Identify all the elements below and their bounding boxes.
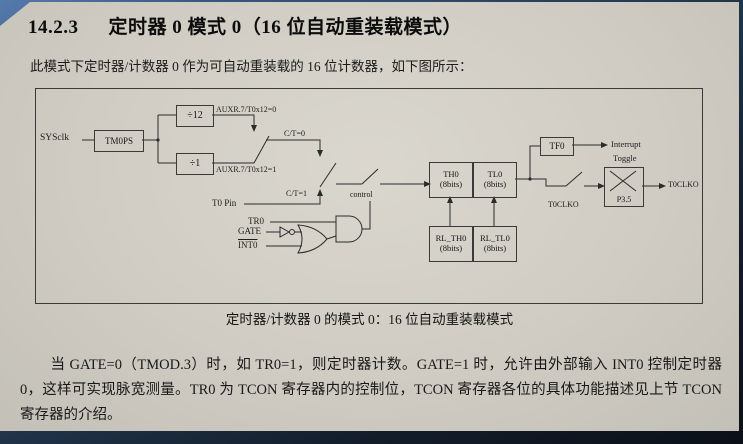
rl-th0-box: RL_TH0 (8bits): [429, 226, 473, 262]
p35-pin-label: P3.5: [616, 194, 632, 204]
wire-and-to-control: [362, 201, 371, 230]
tm0ps-box: TM0PS: [94, 130, 144, 152]
rl-tl0-box: RL_TL0 (8bits): [473, 226, 517, 262]
ct-equals-0-label: C/T=0: [284, 129, 305, 138]
rl-tl0-label: RL_TL0: [480, 233, 510, 244]
document-page: 14.2.3 定时器 0 模式 0（16 位自动重装载模式） 此模式下定时器/计数…: [0, 2, 739, 431]
tr0-label: TR0: [248, 216, 265, 226]
t0clko-output-label: T0CLKO: [668, 180, 699, 189]
toggle-cross-icon: [609, 170, 637, 192]
ct-equals-1-label: C/T=1: [286, 189, 307, 198]
div12-box: ÷12: [176, 105, 214, 127]
ct-select-switch: [319, 162, 337, 188]
interrupt-label: Interrupt: [611, 139, 641, 149]
th0-label: TH0: [443, 169, 459, 180]
rl-th0-bits-label: (8bits): [439, 243, 463, 253]
section-number: 14.2.3: [28, 17, 79, 38]
toggle-output-box: P3.5: [604, 167, 644, 207]
control-label: control: [350, 190, 373, 199]
section-title: 定时器 0 模式 0（16 位自动重装载模式）: [108, 17, 463, 38]
t0clko-enable-label: T0CLKO: [548, 200, 579, 209]
int0-label: INT0: [238, 240, 258, 250]
div1-box: ÷1: [176, 153, 214, 175]
toggle-label: Toggle: [613, 153, 637, 163]
timer0-block-diagram: SYSclk TM0PS ÷12 ÷1 AUXR.7/T0x12=0 AUXR.…: [35, 88, 703, 304]
wire-t0pin: [244, 195, 321, 205]
tl0-box: TL0 (8bits): [473, 162, 517, 198]
t0clko-switch: [565, 171, 583, 187]
body-paragraph: 当 GATE=0（TMOD.3）时，如 TR0=1，则定时器计数。GATE=1 …: [20, 357, 722, 423]
wire-div12-out: [212, 114, 255, 126]
rl-tl0-bits-label: (8bits): [483, 243, 507, 253]
wire-counter-out: [515, 145, 566, 187]
diagram-wires: [82, 114, 666, 254]
figure-caption: 定时器/计数器 0 的模式 0：16 位自动重装载模式: [225, 312, 514, 327]
gate-label: GATE: [238, 226, 261, 236]
junction-dots: [156, 138, 532, 181]
control-switch: [361, 168, 379, 185]
th0-bits-label: (8bits): [439, 179, 463, 189]
auxr-t0x12-1-label: AUXR.7/T0x12=1: [216, 165, 277, 174]
section-heading: 14.2.3 定时器 0 模式 0（16 位自动重装载模式）: [28, 12, 462, 39]
arrowheads: [251, 125, 666, 203]
wire-clock-common: [266, 139, 321, 151]
t0pin-label: T0 Pin: [212, 198, 237, 208]
wire-or-to-and: [326, 235, 337, 240]
rl-th0-label: RL_TH0: [435, 233, 467, 244]
tf0-box: TF0: [540, 137, 574, 156]
intro-text: 此模式下定时器/计数器 0 作为可自动重装载的 16 位计数器，如下图所示：: [30, 59, 473, 74]
sysclk-label: SYSclk: [40, 133, 70, 143]
or-gate: [297, 224, 328, 254]
th0-box: TH0 (8bits): [429, 162, 473, 198]
tl0-label: TL0: [487, 169, 503, 180]
not-gate: [279, 226, 295, 238]
and-gate: [335, 215, 363, 243]
tl0-bits-label: (8bits): [483, 179, 507, 189]
auxr-t0x12-0-label: AUXR.7/T0x12=0: [216, 105, 277, 114]
